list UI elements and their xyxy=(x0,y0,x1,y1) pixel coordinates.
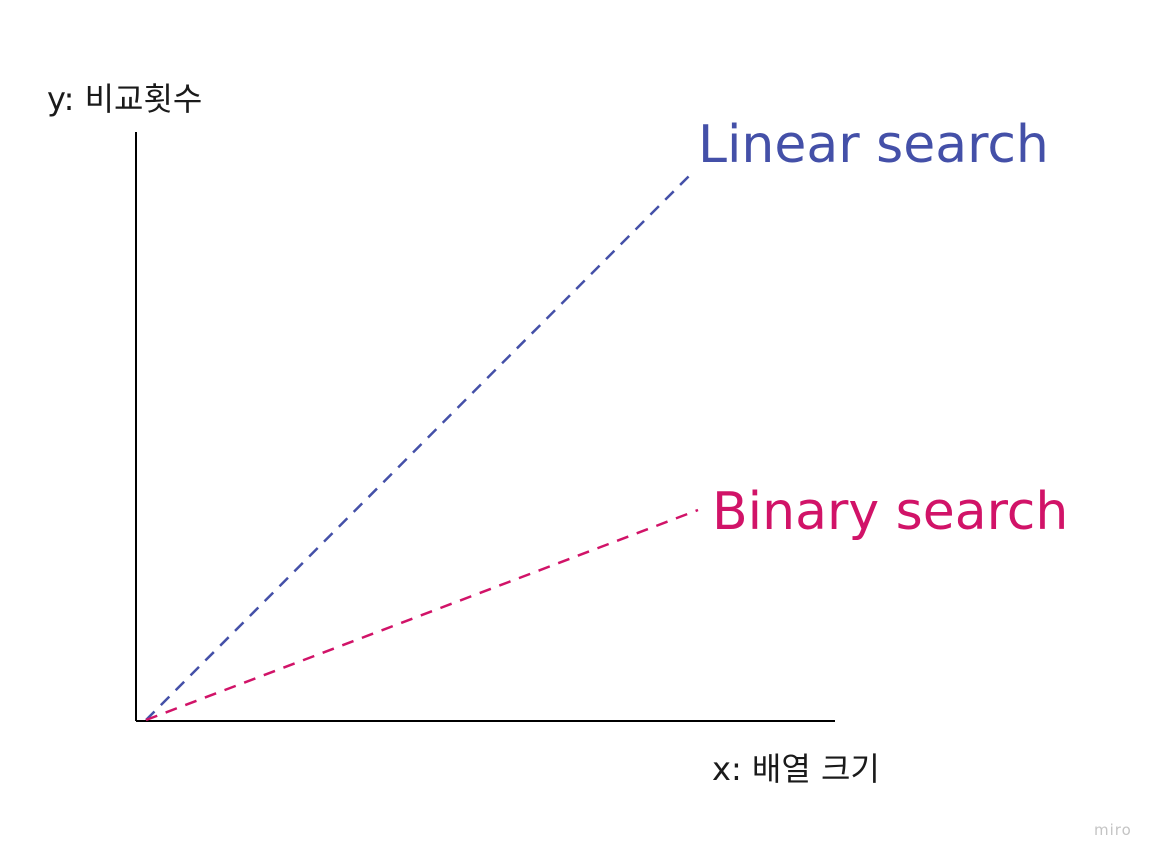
binary-search-label: Binary search xyxy=(712,482,1068,542)
miro-logo-text: miro xyxy=(1094,821,1132,839)
y-axis-label: y: 비교횟수 xyxy=(47,80,202,118)
binary-search-line xyxy=(145,508,699,722)
x-axis-label: x: 배열 크기 xyxy=(712,750,880,788)
linear-search-line xyxy=(145,170,695,721)
linear-search-label: Linear search xyxy=(698,115,1049,175)
